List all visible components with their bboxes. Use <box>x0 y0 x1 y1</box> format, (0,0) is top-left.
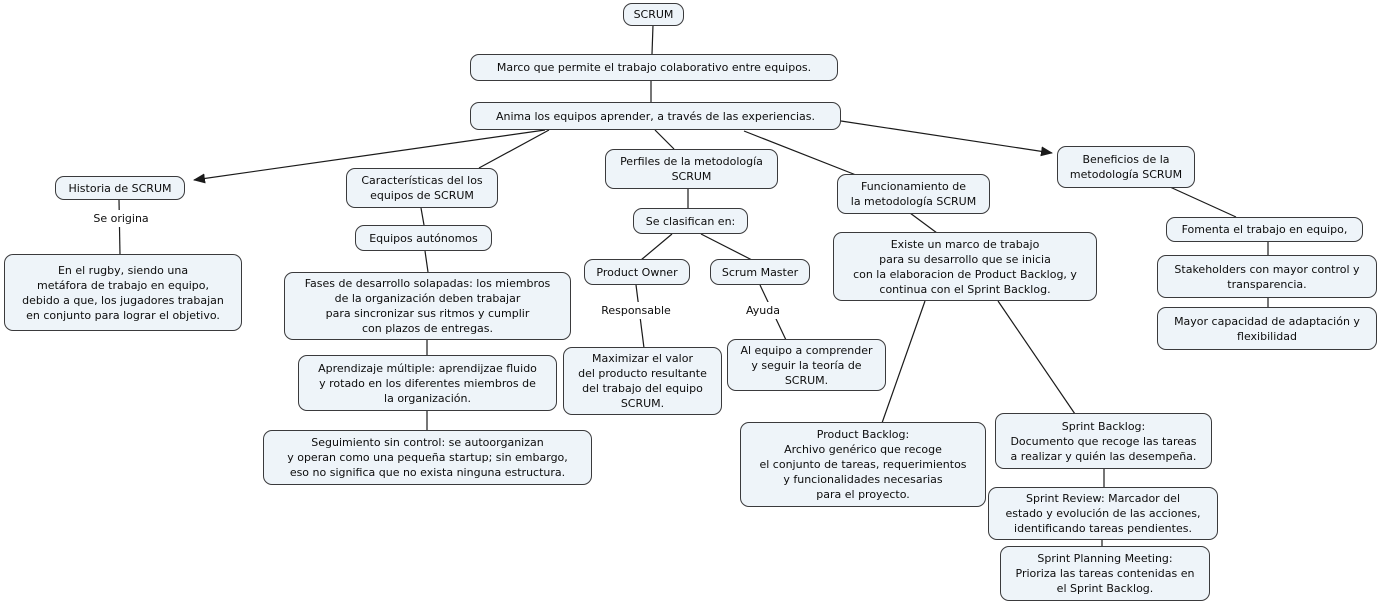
node-fomenta[interactable]: Fomenta el trabajo en equipo, <box>1166 217 1363 242</box>
node-maximizar[interactable]: Maximizar el valor del producto resultan… <box>563 347 722 415</box>
edge-funcionamiento-existe <box>909 212 938 234</box>
node-sprint-planning[interactable]: Sprint Planning Meeting: Prioriza las ta… <box>1000 546 1210 601</box>
edge-anima-perfiles <box>654 129 675 150</box>
edge-historia-rugby <box>118 199 121 256</box>
edge-equipos-fases <box>424 250 429 273</box>
node-stakeholders[interactable]: Stakeholders con mayor control y transpa… <box>1157 255 1377 298</box>
node-marco[interactable]: Marco que permite el trabajo colaborativ… <box>470 54 838 81</box>
edge-scrum-marco <box>651 24 654 55</box>
node-sprint-backlog[interactable]: Sprint Backlog: Documento que recoge las… <box>995 413 1212 469</box>
edge-anima-funcionamiento <box>743 130 857 176</box>
link-label-responsable[interactable]: Responsable <box>596 302 676 319</box>
node-product-backlog[interactable]: Product Backlog: Archivo genérico que re… <box>740 422 986 507</box>
node-funcionamiento[interactable]: Funcionamiento de la metodología SCRUM <box>837 174 990 214</box>
node-existe[interactable]: Existe un marco de trabajo para su desar… <box>833 232 1097 301</box>
link-label-ayuda[interactable]: Ayuda <box>741 302 785 319</box>
node-fases[interactable]: Fases de desarrollo solapadas: los miemb… <box>284 272 571 340</box>
node-sprint-review[interactable]: Sprint Review: Marcador del estado y evo… <box>988 487 1218 540</box>
edge-clasifican-product-owner <box>640 233 673 261</box>
node-scrum-master[interactable]: Scrum Master <box>710 259 810 285</box>
edge-beneficios-fomenta <box>1169 186 1237 218</box>
node-anima[interactable]: Anima los equipos aprender, a través de … <box>470 102 841 130</box>
node-product-owner[interactable]: Product Owner <box>584 259 690 285</box>
edge-anima-caracteristicas <box>478 129 550 169</box>
link-label-se-origina[interactable]: Se origina <box>88 210 154 227</box>
edge-anima-historia <box>193 129 546 184</box>
edge-existe-product-backlog <box>881 300 926 424</box>
node-beneficios[interactable]: Beneficios de la metodología SCRUM <box>1057 146 1195 188</box>
node-perfiles[interactable]: Perfiles de la metodología SCRUM <box>605 149 778 189</box>
node-caracteristicas[interactable]: Características del los equipos de SCRUM <box>346 168 498 208</box>
node-al-equipo[interactable]: Al equipo a comprender y seguir la teorí… <box>727 339 886 391</box>
edge-clasifican-scrum-master <box>700 233 753 261</box>
node-scrum[interactable]: SCRUM <box>623 3 684 26</box>
edge-existe-sprint-backlog <box>997 300 1076 415</box>
node-aprendizaje[interactable]: Aprendizaje múltiple: aprendijzae fluido… <box>298 355 557 411</box>
node-equipos-autonomos[interactable]: Equipos autónomos <box>355 225 492 251</box>
node-clasifican[interactable]: Se clasifican en: <box>633 208 748 234</box>
node-seguimiento[interactable]: Seguimiento sin control: se autoorganiza… <box>263 430 592 485</box>
edge-anima-beneficios <box>840 120 1053 157</box>
node-mayor-capacidad[interactable]: Mayor capacidad de adaptación y flexibil… <box>1157 307 1377 350</box>
node-rugby[interactable]: En el rugby, siendo una metáfora de trab… <box>4 254 242 331</box>
node-historia[interactable]: Historia de SCRUM <box>55 176 185 200</box>
edge-caracteristicas-equipos <box>420 207 425 226</box>
